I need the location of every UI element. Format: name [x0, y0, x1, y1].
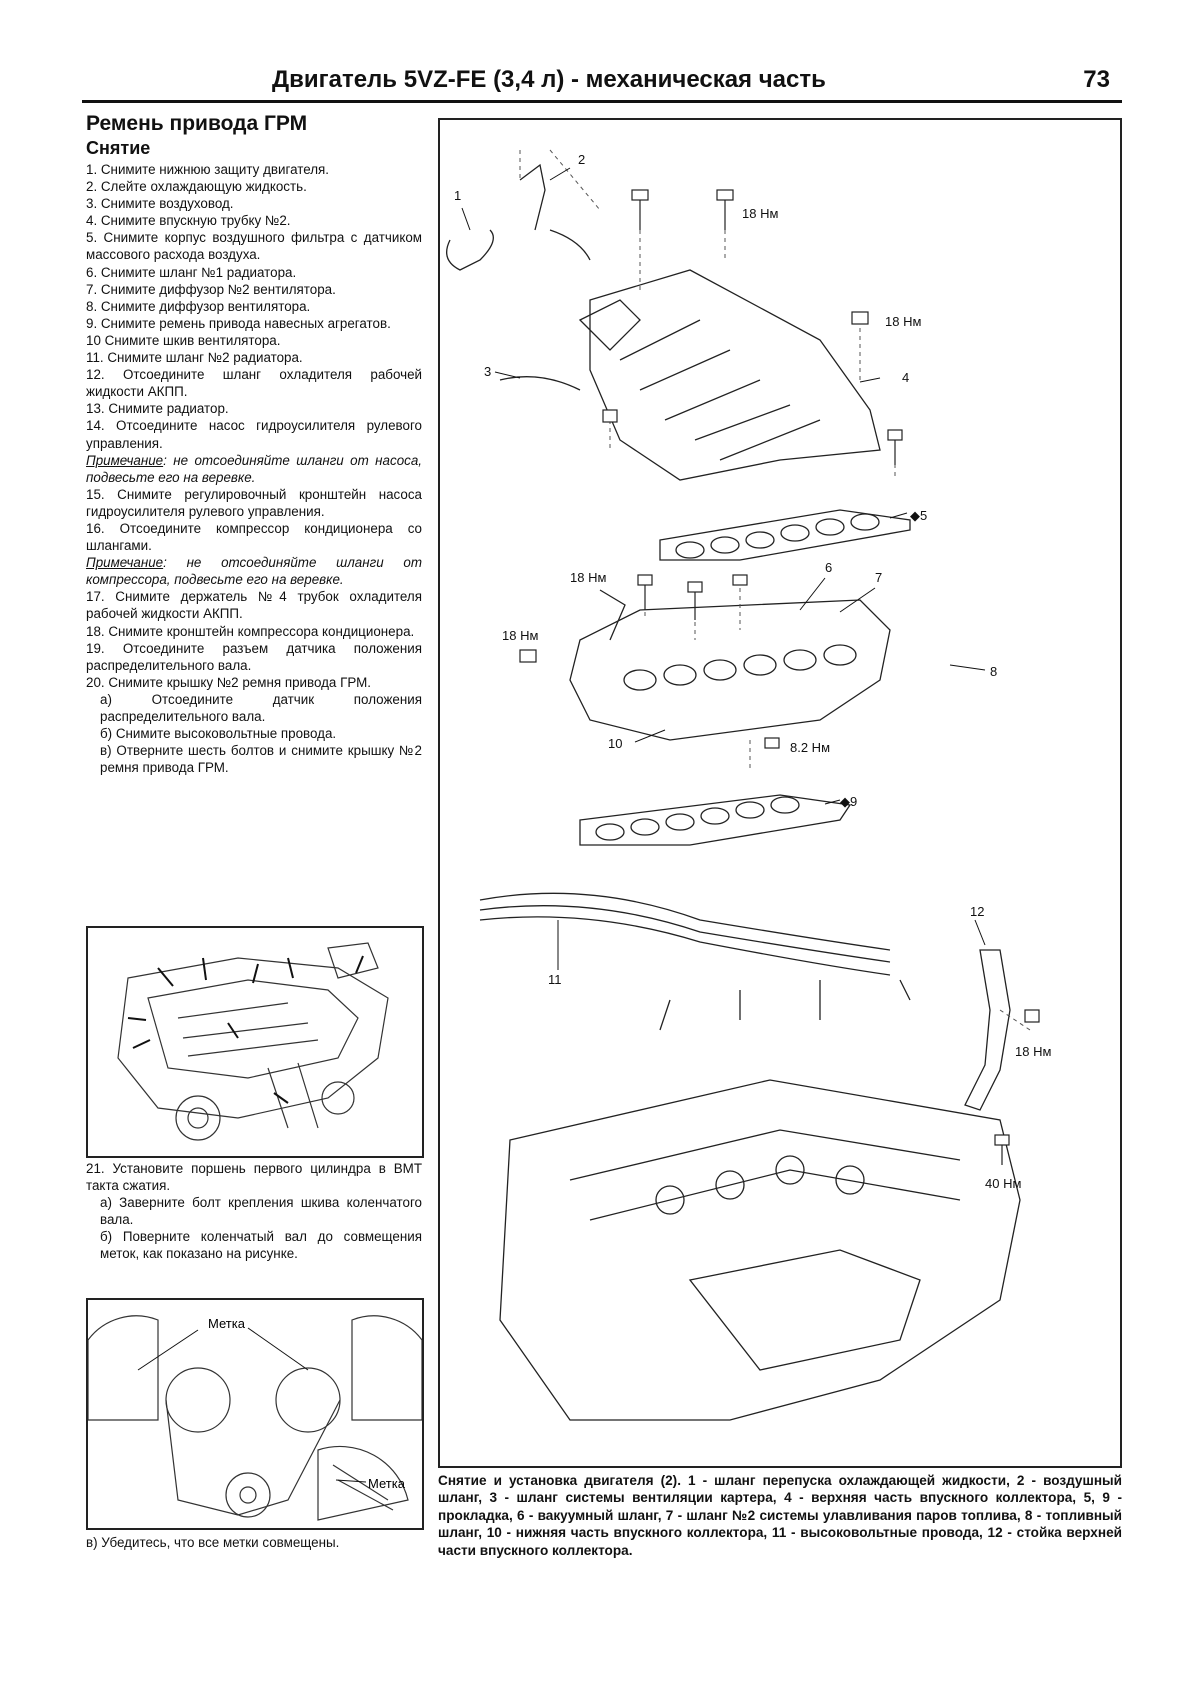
- step-item: 10 Снимите шкив вентилятора.: [86, 332, 281, 348]
- torque-label: 18 Нм: [1015, 1044, 1051, 1059]
- mark-label-top: Метка: [208, 1316, 246, 1331]
- step-item: 18. Снимите кронштейн компрессора кондиц…: [86, 623, 415, 639]
- torque-label: 40 Нм: [985, 1176, 1021, 1191]
- callout-12: 12: [970, 904, 984, 919]
- callout-3: 3: [484, 364, 491, 379]
- page-header: Двигатель 5VZ-FE (3,4 л) - механическая …: [82, 62, 1122, 103]
- section-subtitle: Снятие: [86, 138, 151, 158]
- step-item: 12. Отсоедините шланг охладителя рабочей…: [86, 367, 422, 400]
- step-item: 14. Отсоедините насос гидроусилителя рул…: [86, 418, 422, 451]
- torque-label: 8.2 Нм: [790, 740, 830, 755]
- step-item: 9. Снимите ремень привода навесных агрег…: [86, 315, 391, 331]
- step-item: 7. Снимите диффузор №2 вентилятора.: [86, 281, 336, 297]
- step-item: 21. Установите поршень первого цилиндра …: [86, 1161, 422, 1194]
- substep-item: б) Поверните коленчатый вал до совмещени…: [100, 1229, 422, 1262]
- callout-5: ◆5: [910, 508, 927, 523]
- steps-list: 1. Снимите нижнюю защиту двигателя. 2. С…: [86, 161, 422, 776]
- torque-label: 18 Нм: [570, 570, 606, 585]
- step-item: 13. Снимите радиатор.: [86, 401, 229, 417]
- step-item: 4. Снимите впускную трубку №2.: [86, 213, 291, 229]
- left-column: Ремень привода ГРМ Снятие 1. Снимите ниж…: [86, 112, 422, 776]
- step-item: 2. Слейте охлаждающую жидкость.: [86, 179, 307, 195]
- header-title: Двигатель 5VZ-FE (3,4 л) - механическая …: [272, 66, 826, 93]
- callout-6: 6: [825, 560, 832, 575]
- step-item: 16. Отсоедините компрессор кондиционера …: [86, 520, 422, 554]
- step-item: 17. Снимите держатель №4 трубок охладите…: [86, 589, 422, 622]
- note: Примечание: не отсоединяйте шланги от ко…: [86, 554, 422, 588]
- timing-marks-figure: Метка Метка: [86, 1298, 424, 1530]
- step-item: 5. Снимите корпус воздушного фильтра с д…: [86, 230, 422, 263]
- step-item: 20. Снимите крышку №2 ремня привода ГРМ.: [86, 674, 371, 690]
- timing-marks-drawing: Метка Метка: [87, 1315, 423, 1521]
- note-label: Примечание: [86, 452, 164, 468]
- callout-10: 10: [608, 736, 622, 751]
- substep-item: а) Отсоедините датчик положения распреде…: [100, 691, 422, 724]
- steps-21: 21. Установите поршень первого цилиндра …: [86, 1160, 422, 1263]
- torque-label: 18 Нм: [885, 314, 921, 329]
- callout-8: 8: [990, 664, 997, 679]
- step-item: 19. Отсоедините разъем датчика положения…: [86, 640, 422, 673]
- torque-label: 18 Нм: [742, 206, 778, 221]
- page-number: 73: [1083, 66, 1110, 93]
- callout-4: 4: [902, 370, 909, 385]
- note-text: : не отсоединяйте шланги от компрессора,…: [86, 555, 422, 588]
- substep-item: б) Снимите высоковольтные провода.: [100, 726, 337, 742]
- substep-item: а) Заверните болт крепления шкива коленч…: [100, 1195, 422, 1228]
- step-item: 15. Снимите регулировочный кронштейн нас…: [86, 486, 422, 519]
- callout-7: 7: [875, 570, 882, 585]
- exploded-drawing: 1 2 3 4 ◆5 6 7 8 ◆9 10 11 12 18 Нм 18 Нм…: [446, 149, 1051, 1421]
- torque-label: 18 Нм: [502, 628, 538, 643]
- final-step: в) Убедитесь, что все метки совмещены.: [86, 1535, 340, 1550]
- callout-2: 2: [578, 152, 585, 167]
- step-item: 6. Снимите шланг №1 радиатора.: [86, 264, 297, 280]
- timing-cover-figure: [86, 926, 424, 1158]
- timing-cover-drawing: [117, 942, 389, 1141]
- substep-item: в) Отверните шесть болтов и снимите крыш…: [100, 743, 422, 776]
- note-text: : не отсоединяйте шланги от насоса, подв…: [86, 452, 422, 485]
- section-title: Ремень привода ГРМ: [86, 112, 308, 135]
- step-item: 1. Снимите нижнюю защиту двигателя.: [86, 162, 330, 177]
- step-item: 8. Снимите диффузор вентилятора.: [86, 298, 311, 314]
- note-label: Примечание: [86, 555, 164, 571]
- engine-exploded-diagram: 1 2 3 4 ◆5 6 7 8 ◆9 10 11 12 18 Нм 18 Нм…: [438, 118, 1122, 1468]
- callout-9: ◆9: [840, 794, 857, 809]
- note: Примечание: не отсоединяйте шланги от на…: [86, 452, 422, 486]
- mark-label-bottom: Метка: [368, 1476, 406, 1491]
- figure-caption: Снятие и установка двигателя (2). 1 - шл…: [438, 1473, 1122, 1558]
- callout-1: 1: [454, 188, 461, 203]
- callout-11: 11: [548, 972, 562, 987]
- step-item: 3. Снимите воздуховод.: [86, 196, 234, 212]
- step-item: 11. Снимите шланг №2 радиатора.: [86, 350, 303, 366]
